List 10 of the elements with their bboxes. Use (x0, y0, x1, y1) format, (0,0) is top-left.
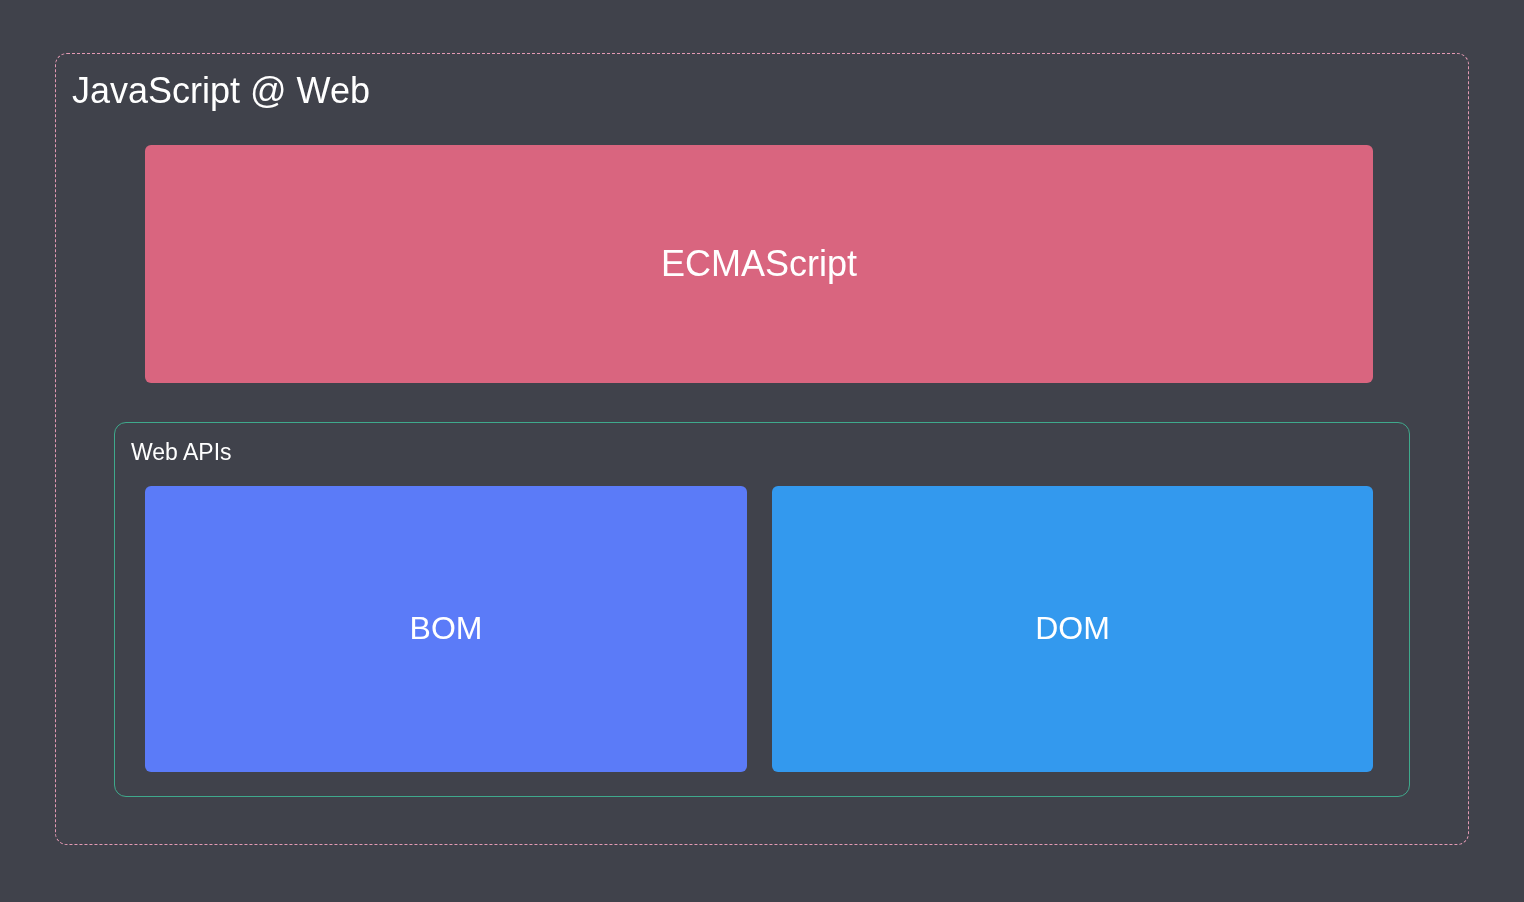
group-title: Web APIs (131, 440, 232, 466)
block-label: BOM (409, 611, 483, 647)
component-block (145, 145, 1373, 383)
group-panel (114, 422, 1410, 797)
component-block (772, 486, 1373, 772)
container-title: JavaScript @ Web (72, 71, 370, 111)
component-block (145, 486, 747, 772)
block-label: ECMAScript (661, 244, 857, 284)
dashed-container (55, 53, 1469, 845)
block-label: DOM (1035, 611, 1110, 647)
